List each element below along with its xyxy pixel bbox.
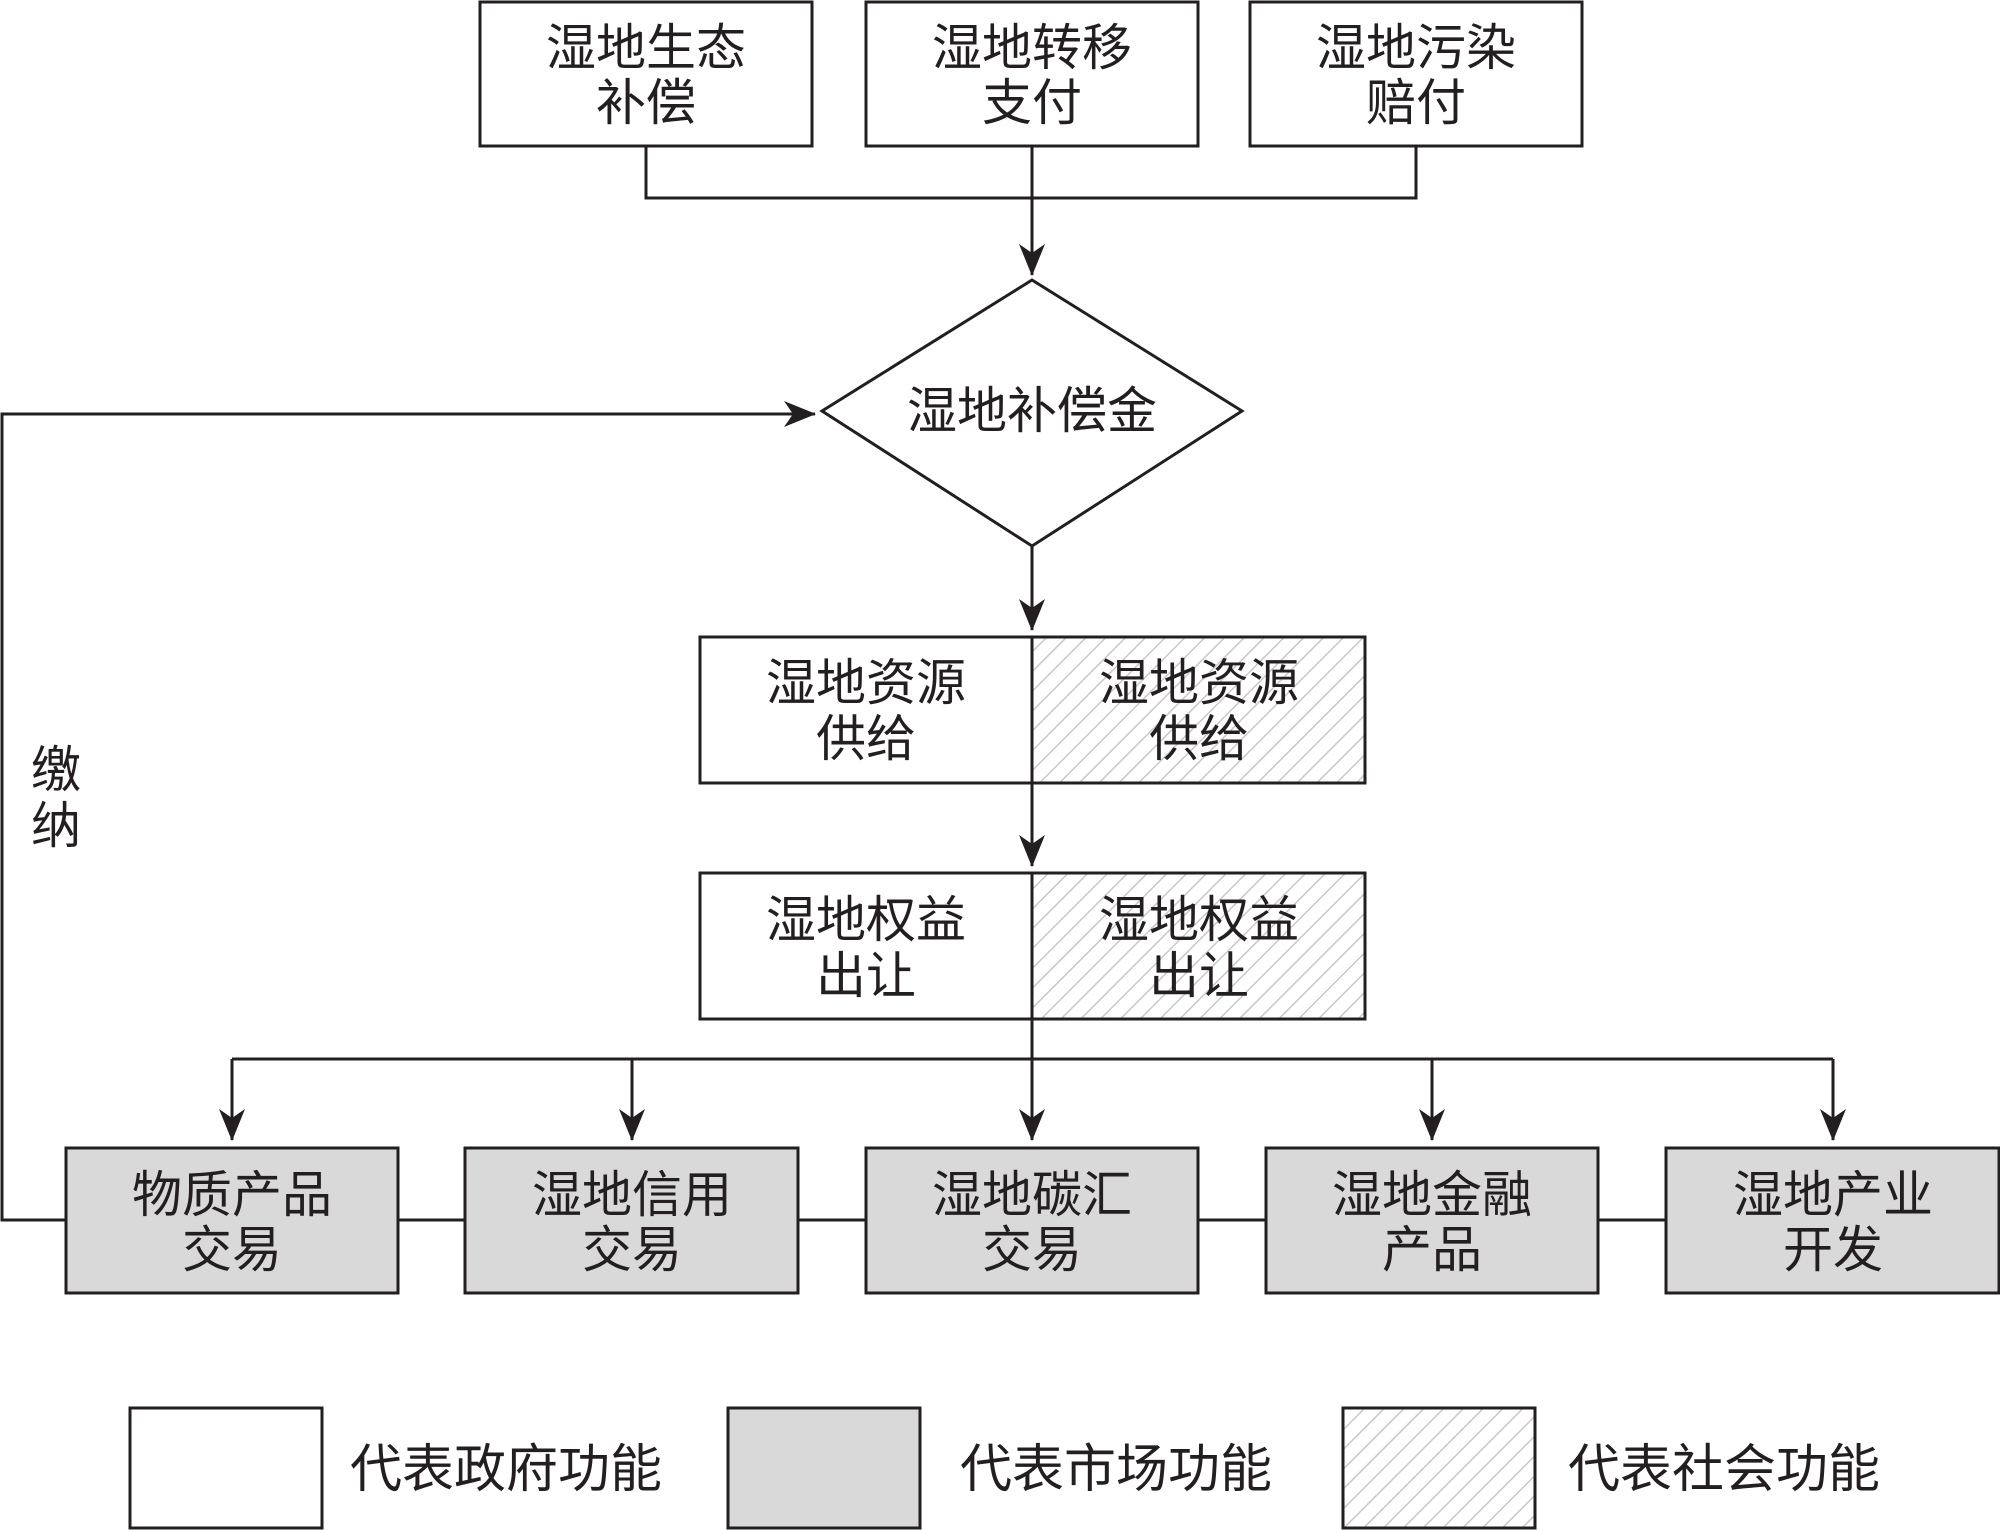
source-box-2-line1: 湿地转移 [932, 19, 1132, 77]
supply-left-line2: 供给 [816, 710, 916, 768]
source-box-3-line1: 湿地污染 [1316, 19, 1516, 77]
market-box-4: 湿地金融 产品 [1264, 1146, 1600, 1295]
source-box-2: 湿地转移 支付 [864, 0, 1200, 148]
market-box-5-line1: 湿地产业 [1733, 1166, 1933, 1224]
legend-swatch-government [128, 1406, 324, 1530]
legend-label-market: 代表市场功能 [960, 1440, 1272, 1500]
source-box-3-line2: 赔付 [1366, 74, 1466, 132]
legend: 代表政府功能 代表市场功能 代表社会功能 [128, 1406, 1880, 1530]
legend-swatch-social [1341, 1406, 1537, 1530]
market-box-2-line1: 湿地信用 [532, 1166, 732, 1224]
legend-item-social: 代表社会功能 [1341, 1406, 1880, 1530]
rights-right-line2: 出让 [1149, 947, 1249, 1005]
rights-right-line1: 湿地权益 [1099, 891, 1299, 949]
source-box-1-line2: 补偿 [596, 74, 696, 132]
legend-label-social: 代表社会功能 [1568, 1440, 1880, 1500]
payment-label-line1: 缴 [31, 741, 81, 799]
source-box-2-line2: 支付 [982, 74, 1082, 132]
supply-right-line1: 湿地资源 [1099, 654, 1299, 712]
market-box-3: 湿地碳汇 交易 [864, 1146, 1200, 1295]
legend-item-government: 代表政府功能 [128, 1406, 662, 1530]
market-box-2: 湿地信用 交易 [463, 1146, 800, 1295]
payment-label-line2: 纳 [31, 797, 81, 855]
payment-feedback-loop [0, 401, 816, 1222]
source-connectors [644, 146, 1418, 276]
market-box-5-line2: 开发 [1783, 1221, 1883, 1279]
rights-left-line1: 湿地权益 [766, 891, 966, 949]
legend-label-government: 代表政府功能 [350, 1440, 662, 1500]
compensation-fund-label: 湿地补偿金 [907, 382, 1157, 440]
legend-swatch-market [726, 1406, 922, 1530]
market-box-4-line2: 产品 [1382, 1221, 1482, 1279]
market-box-3-line2: 交易 [982, 1221, 1082, 1279]
market-box-1-line2: 交易 [182, 1221, 282, 1279]
market-box-3-line1: 湿地碳汇 [932, 1166, 1132, 1224]
source-box-1: 湿地生态 补偿 [478, 0, 814, 148]
rights-left-line2: 出让 [816, 947, 916, 1005]
market-box-1-line1: 物质产品 [132, 1166, 332, 1224]
compensation-fund-diamond: 湿地补偿金 [819, 278, 1245, 548]
market-box-5: 湿地产业 开发 [1664, 1146, 2000, 1295]
market-box-2-line2: 交易 [582, 1221, 682, 1279]
market-box-4-line1: 湿地金融 [1332, 1166, 1532, 1224]
source-box-3: 湿地污染 赔付 [1248, 0, 1584, 148]
supply-left-line1: 湿地资源 [766, 654, 966, 712]
supply-right-line2: 供给 [1149, 710, 1249, 768]
supply-box: 湿地资源 供给 湿地资源 供给 [698, 635, 1367, 785]
rights-transfer-box: 湿地权益 出让 湿地权益 出让 [698, 871, 1367, 1021]
legend-item-market: 代表市场功能 [726, 1406, 1272, 1530]
market-box-1: 物质产品 交易 [64, 1146, 400, 1295]
source-box-1-line1: 湿地生态 [546, 19, 746, 77]
distribution-connectors [219, 1019, 1846, 1141]
